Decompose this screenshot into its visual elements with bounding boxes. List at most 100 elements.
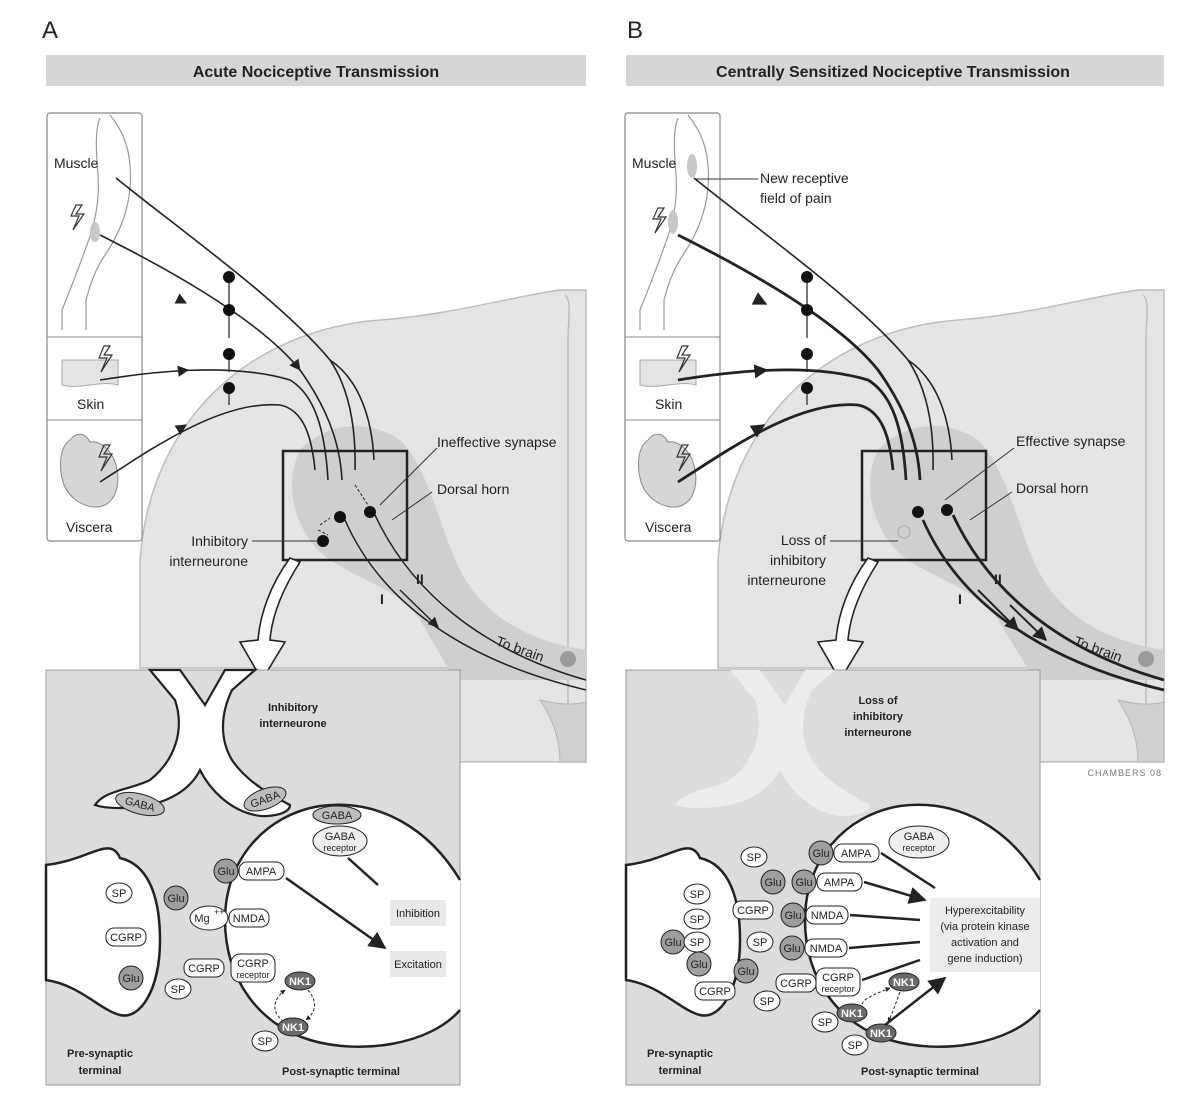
muscle-shading: [90, 222, 100, 242]
panel-title: Acute Nociceptive Transmission: [193, 64, 439, 81]
muscle-label: Muscle: [54, 155, 99, 171]
hyperexcitability-label: activation and: [951, 937, 1019, 949]
pain-bolt-icon: [676, 345, 692, 373]
nk1-label: NK1: [289, 976, 311, 988]
skin-label: Skin: [77, 396, 104, 412]
interneurone-label: Inhibitory: [191, 533, 248, 549]
pain-bolt-icon: [652, 207, 668, 234]
sp-label: SP: [690, 914, 705, 926]
leader-line: [944, 447, 1015, 501]
lamina-ii-label: II: [994, 571, 1002, 587]
central-canal: [1138, 651, 1154, 667]
glu-label: Glu: [795, 877, 812, 889]
leader-line: [969, 491, 1013, 521]
panel-letter: A: [42, 17, 58, 44]
ascending-tract: [344, 514, 587, 691]
ganglion-dots: [223, 271, 235, 394]
muscle-shading: [687, 154, 697, 178]
cgrp-label: CGRP: [188, 963, 220, 975]
heart-icon: [637, 433, 697, 508]
gaba-receptor-label: GABA: [904, 831, 935, 843]
gaba-receptor-label: receptor: [323, 843, 356, 853]
mg-charge-label: ++: [214, 907, 225, 917]
body-strip: Muscle Skin Viscera: [46, 112, 143, 542]
ampa-label: AMPA: [841, 848, 872, 860]
panel-a: A Acute Nociceptive Transmission Muscle …: [42, 17, 587, 1086]
ascending-tract: [921, 514, 1165, 692]
gaba-receptor-label: GABA: [325, 831, 356, 843]
excitation-lines: [848, 851, 947, 1026]
cgrp-receptor-label: CGRP: [822, 972, 854, 984]
cgrp-receptor-label: receptor: [236, 970, 269, 980]
hyperexcitability-label: Hyperexcitability: [945, 905, 1026, 917]
synapse-box: [860, 449, 988, 562]
detail-loss-label: inhibitory: [853, 711, 904, 723]
nmda-label: NMDA: [233, 913, 266, 925]
nk1-label: NK1: [282, 1022, 304, 1034]
faded-interneurone: [675, 670, 870, 817]
nk1-label: NK1: [893, 977, 915, 989]
post-synaptic-label: Post-synaptic terminal: [861, 1066, 979, 1078]
ampa-label: AMPA: [824, 877, 855, 889]
glu-label: Glu: [664, 937, 681, 949]
synapse-label: Ineffective synapse: [437, 434, 557, 450]
muscle-label: Muscle: [632, 155, 677, 171]
new-field-label: New receptive: [760, 170, 849, 186]
central-canal: [560, 651, 576, 667]
loss-label: inhibitory: [770, 552, 826, 568]
glu-label: Glu: [784, 910, 801, 922]
detail-panel: Loss of inhibitory interneurone Pre-syna…: [624, 669, 1042, 1086]
cgrp-receptor-label: CGRP: [237, 958, 269, 970]
sp-label: SP: [258, 1036, 273, 1048]
cgrp-label: CGRP: [110, 932, 142, 944]
lamina-i-label: I: [380, 591, 384, 607]
hyperexcitability-label: (via protein kinase: [940, 921, 1029, 933]
detail-loss-label: interneurone: [844, 727, 911, 739]
pre-synaptic-label: terminal: [79, 1065, 122, 1077]
ganglion-dots: [801, 271, 813, 394]
afferent-fibres: [677, 177, 953, 484]
synapse-label: Effective synapse: [1016, 433, 1126, 449]
cgrp-label: CGRP: [780, 978, 812, 990]
loss-label: interneurone: [747, 572, 826, 588]
detail-panel: GABA GABA Inhibitory interneurone Pre-sy…: [44, 668, 462, 1086]
sp-label: SP: [753, 937, 768, 949]
artist-credit: CHAMBERS 08: [1087, 768, 1162, 778]
body-strip: Muscle Skin Viscera: [624, 112, 721, 542]
loss-label: Loss of: [781, 532, 826, 548]
sp-label: SP: [690, 889, 705, 901]
nk1-label: NK1: [870, 1028, 892, 1040]
skin-icon: [639, 359, 697, 387]
dorsal-horn-label: Dorsal horn: [437, 481, 509, 497]
lamina-i-label: I: [958, 591, 962, 607]
panel-title: Centrally Sensitized Nociceptive Transmi…: [716, 64, 1070, 81]
glu-label: Glu: [737, 966, 754, 978]
post-synaptic-label: Post-synaptic terminal: [282, 1066, 400, 1078]
inhibition-label: Inhibition: [396, 908, 440, 920]
glu-label: Glu: [690, 959, 707, 971]
panel-b: B Centrally Sensitized Nociceptive Trans…: [624, 17, 1165, 1086]
glu-label: Glu: [167, 893, 184, 905]
sp-label: SP: [747, 852, 762, 864]
pain-bolt-icon: [676, 444, 692, 472]
dorsal-horn-region: [291, 426, 586, 680]
sp-label: SP: [760, 996, 775, 1008]
gaba-label: GABA: [322, 810, 353, 822]
cgrp-label: CGRP: [737, 905, 769, 917]
mg-label: Mg: [194, 913, 209, 925]
excitation-label: Excitation: [394, 959, 442, 971]
glu-label: Glu: [812, 848, 829, 860]
zoom-arrow: [238, 557, 302, 682]
pre-synaptic-label: Pre-synaptic: [647, 1048, 713, 1060]
arm-outline: [61, 114, 132, 330]
dorsal-horn-region: [869, 426, 1164, 680]
afferent-fibres: [99, 177, 375, 483]
panel-letter: B: [627, 17, 643, 44]
pre-synaptic-label: terminal: [659, 1065, 702, 1077]
pain-bolt-icon: [98, 345, 114, 373]
zoom-arrow: [816, 557, 880, 682]
glu-label: Glu: [764, 877, 781, 889]
leader-line: [379, 447, 438, 506]
glu-label: Glu: [783, 943, 800, 955]
